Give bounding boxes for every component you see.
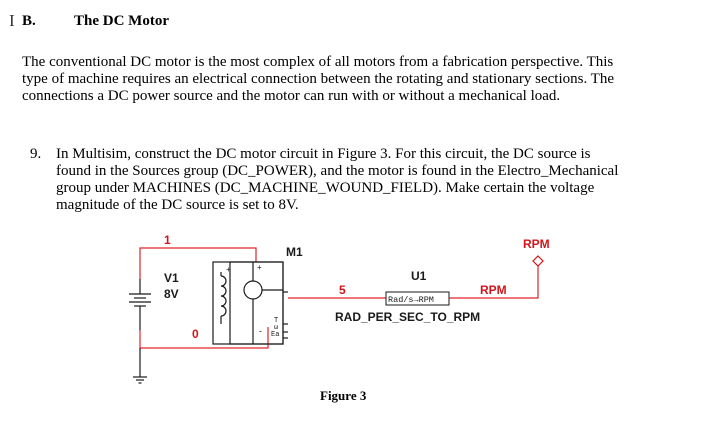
rpm-converter-block: Rad/s→RPM	[385, 291, 450, 306]
source-value: 8V	[164, 287, 179, 301]
question-line: magnitude of the DC source is set to 8V.	[56, 197, 299, 213]
converter-label: Rad/s→RPM	[388, 295, 434, 305]
wire-net-rpm	[449, 264, 539, 299]
question-line: group under MACHINES (DC_MACHINE_WOUND_F…	[56, 180, 595, 196]
probe-label: RPM	[523, 237, 550, 251]
converter-name: RAD_PER_SEC_TO_RPM	[335, 310, 480, 324]
intro-line: The conventional DC motor is the most co…	[22, 54, 614, 70]
text-cursor-icon: I	[9, 11, 15, 30]
dc-motor-schematic: Rad/s→RPM 1 V1 8V 0 M1 + + - T ω Ea 5 U1…	[129, 233, 550, 384]
section-number: B.	[22, 13, 36, 29]
question-text: In Multisim, construct the DC motor circ…	[56, 146, 618, 214]
section-title: The DC Motor	[74, 13, 169, 29]
net-label-rpm: RPM	[480, 283, 507, 297]
figure-caption: Figure 3	[320, 388, 367, 403]
net-label-0: 0	[192, 327, 199, 341]
source-ref: V1	[164, 271, 179, 285]
pin-torque: T	[274, 317, 278, 325]
pin-plus-armature: +	[257, 263, 262, 272]
dc-motor-symbol	[212, 261, 288, 345]
pin-ea: Ea	[271, 331, 279, 339]
dc-source-symbol	[129, 279, 151, 384]
wire-net-1	[139, 247, 257, 279]
net-label-1: 1	[164, 233, 171, 247]
pin-plus-field: +	[226, 265, 231, 274]
wire-net-0	[139, 327, 269, 349]
pin-minus: -	[259, 326, 262, 336]
wires	[139, 247, 539, 349]
pin-speed: ω	[274, 324, 279, 332]
question-number: 9.	[30, 146, 42, 162]
question-line: found in the Sources group (DC_POWER), a…	[56, 163, 619, 179]
net-label-5: 5	[339, 283, 346, 297]
question-line: In Multisim, construct the DC motor circ…	[56, 146, 591, 162]
rpm-probe-icon	[532, 255, 544, 267]
converter-ref: U1	[411, 269, 427, 283]
motor-ref: M1	[286, 245, 303, 259]
intro-line: connections a DC power source and the mo…	[22, 88, 561, 104]
intro-paragraph: The conventional DC motor is the most co…	[22, 54, 614, 105]
intro-line: type of machine requires an electrical c…	[22, 71, 614, 87]
